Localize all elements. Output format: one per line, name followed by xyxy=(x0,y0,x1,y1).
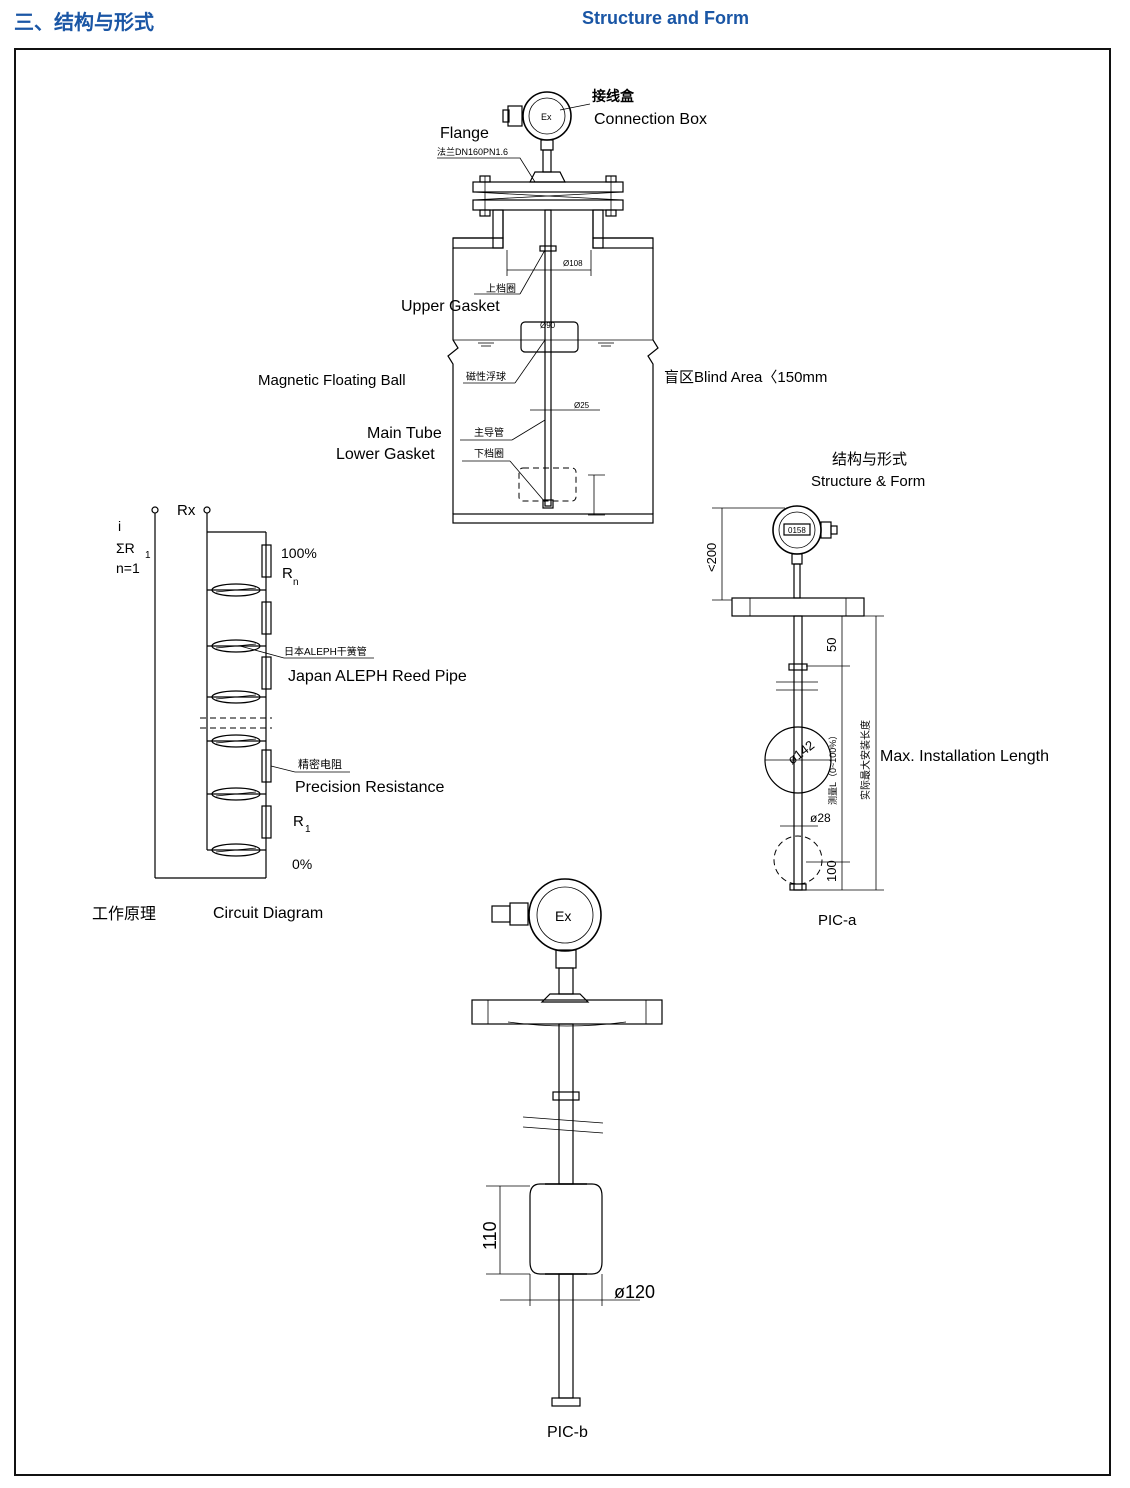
pic-a-caption: PIC-a xyxy=(818,912,857,929)
reed-cn-label: 日本ALEPH干簧管 xyxy=(284,645,367,658)
upper-gasket-cn-label: 上档圈 xyxy=(486,282,516,295)
pic-b-ex-mark: Ex xyxy=(555,908,571,924)
top-level-gauge-drawing: Ex 接线盒 Connection Box Flange 法兰DN160PN1.… xyxy=(258,88,827,524)
dia-142-label: ø142 xyxy=(785,737,818,767)
rx-label: Rx xyxy=(177,502,196,519)
main-tube-en-label: Main Tube xyxy=(367,425,442,442)
reed-switch xyxy=(207,583,266,597)
circuit-caption-en: Circuit Diagram xyxy=(213,905,323,922)
resistor-r1 xyxy=(261,805,272,839)
pic-a-drawing: 结构与形式 Structure & Form 0158 <200 ø142 xyxy=(704,451,1049,929)
pic-a-float-low xyxy=(773,835,823,885)
pic-b-caption: PIC-b xyxy=(547,1424,588,1441)
reed-switch xyxy=(207,787,266,801)
r1-sub: 1 xyxy=(305,824,311,835)
connection-box: Ex xyxy=(502,91,572,151)
pic-a-flange xyxy=(731,597,865,617)
connection-box-en-label: Connection Box xyxy=(594,111,707,128)
reed-switch xyxy=(207,639,266,653)
pic-b-drawing: Ex 110 ø120 PIC-b xyxy=(471,878,663,1441)
lower-gasket-en-label: Lower Gasket xyxy=(336,446,435,463)
dim-200-label: <200 xyxy=(704,543,719,572)
n-label: n=1 xyxy=(116,560,140,576)
float-low-position xyxy=(518,467,577,502)
blind-area-label: 盲区Blind Area〈150mm xyxy=(664,369,827,386)
resistor-rn xyxy=(261,544,272,578)
r1-label: R xyxy=(293,813,304,830)
ex-mark: Ex xyxy=(541,112,552,122)
reed-switch xyxy=(207,843,266,857)
pic-a-title-en: Structure & Form xyxy=(811,473,925,490)
pic-b-flange xyxy=(471,999,663,1025)
main-tube-cn-label: 主导管 xyxy=(474,426,504,439)
reed-switch xyxy=(207,734,266,748)
flange-en-label: Flange xyxy=(440,125,489,142)
pct-100-label: 100% xyxy=(281,545,317,561)
max-len-en-label: Max. Installation Length xyxy=(880,748,1049,765)
res-en-label: Precision Resistance xyxy=(295,779,445,796)
circuit-caption-cn: 工作原理 xyxy=(92,905,156,923)
circuit-diagram: i ΣR 1 n=1 Rx xyxy=(92,502,467,923)
terminal-rx xyxy=(203,506,211,514)
connection-box-cn-label: 接线盒 xyxy=(592,88,635,104)
rn-sub: n xyxy=(293,577,299,588)
pic-b-float xyxy=(529,1183,603,1275)
pic-a-title-cn: 结构与形式 xyxy=(832,451,907,468)
i-label: i xyxy=(118,518,121,534)
reed-en-label: Japan ALEPH Reed Pipe xyxy=(288,668,467,685)
pct-0-label: 0% xyxy=(292,856,312,872)
max-len-cn-label: 实际最大安装长度 xyxy=(859,720,872,800)
terminal-i xyxy=(151,506,159,514)
resistor xyxy=(261,656,272,690)
box-stem xyxy=(542,149,552,173)
section-title-en: Structure and Form xyxy=(582,8,750,28)
resistor xyxy=(261,601,272,635)
display-window xyxy=(783,523,811,536)
range-cn-label: 测量L（0~100%） xyxy=(828,731,838,805)
rn-label: R xyxy=(282,565,293,582)
dia-28-label: ø28 xyxy=(810,811,831,825)
pic-b-tube xyxy=(558,1023,574,1185)
tank xyxy=(447,209,659,524)
lower-gasket xyxy=(542,499,554,509)
dim-50-label: 50 xyxy=(824,638,839,652)
dia-90-label: Ø90 xyxy=(540,321,556,330)
drawing-frame xyxy=(14,48,1111,1476)
dia-120-label: ø120 xyxy=(614,1282,655,1302)
dim-100-label: 100 xyxy=(824,860,839,882)
pic-b-head xyxy=(528,878,602,952)
main-tube xyxy=(544,209,552,507)
upper-gasket-en-label: Upper Gasket xyxy=(401,298,500,315)
lower-gasket-cn-label: 下档圈 xyxy=(474,447,504,460)
sum-label: ΣR xyxy=(116,540,135,556)
magnetic-float xyxy=(520,321,579,353)
float-ball-cn-label: 磁性浮球 xyxy=(466,370,506,383)
dia-108-label: Ø108 xyxy=(563,259,583,268)
dia-25-label: Ø25 xyxy=(574,401,590,410)
flange-cn-label: 法兰DN160PN1.6 xyxy=(437,146,508,157)
sum-sub: 1 xyxy=(145,550,151,561)
float-ball-en-label: Magnetic Floating Ball xyxy=(258,372,406,389)
upper-gasket xyxy=(539,245,557,252)
dim-110-label: 110 xyxy=(480,1221,500,1250)
display-text: 0158 xyxy=(788,526,806,535)
section-title-cn: 三、结构与形式 xyxy=(14,12,154,34)
res-cn-label: 精密电阻 xyxy=(298,757,342,771)
reed-switch xyxy=(207,690,266,704)
